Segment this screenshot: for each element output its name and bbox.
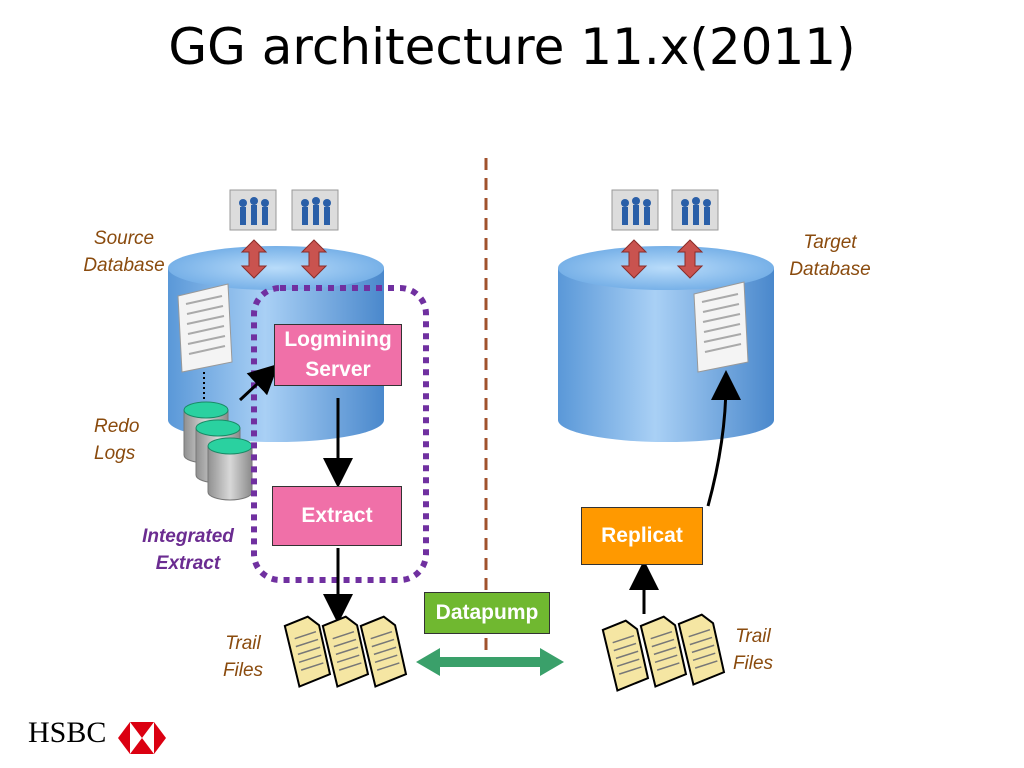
double-arrow-icon [300,239,328,279]
arrow-replicat-to-target [706,370,741,507]
redo-logs-icon [183,401,253,501]
double-arrow-icon [676,239,704,279]
double-arrow-icon [620,239,648,279]
users-icon [229,189,277,231]
redo-logs-label: Redo Logs [94,416,140,464]
document-icon [177,283,233,373]
hsbc-logo-text: HSBC [28,716,107,749]
double-arrow-icon [240,239,268,279]
users-icon [611,189,659,231]
users-icon [671,189,719,231]
replicat-box: Replicat [581,507,703,565]
page-title: GG architecture 11.x(2011) [168,18,856,76]
integrated-extract-boundary [251,285,429,583]
datapump-box: Datapump [424,592,550,634]
green-double-arrow-icon [416,648,564,676]
users-icon [291,189,339,231]
trail-files-label-left: Trail Files [222,633,264,681]
trail-files-label-right: Trail Files [732,626,774,674]
source-database-label: Source Database [83,228,165,276]
document-icon [693,281,749,373]
target-database-label: Target Database [789,232,871,280]
integrated-extract-label: Integrated Extract [142,526,234,574]
arrow-redo-to-logmining [238,363,279,402]
hsbc-logo-icon [118,722,166,754]
extract-box: Extract [272,486,402,546]
trail-files-icon [283,615,408,688]
logmining-server-box: Logmining Server [274,324,402,386]
trail-files-icon [601,613,726,692]
